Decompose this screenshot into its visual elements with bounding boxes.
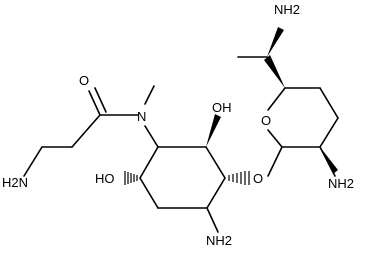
bond-oether-c1p (267, 146, 283, 177)
bond-r4-nh2 (206, 207, 219, 233)
bond-c4p-c3p (319, 87, 339, 119)
hashed-bonds (124, 171, 250, 185)
label-amine-top: NH2 (274, 2, 300, 17)
wedge-c2p-nh2 (320, 147, 338, 174)
label-amine-sugar: NH2 (328, 176, 354, 191)
bond-oring-c5p (267, 87, 286, 111)
label-ring-o: O (261, 113, 271, 128)
label-hydroxyl-top: OH (212, 100, 232, 115)
bond-r2-r3 (205, 146, 226, 179)
bond-h2n-c1 (23, 146, 43, 177)
hash-r3-oether (228, 171, 250, 185)
bond-c3p-c2p (319, 117, 339, 148)
atom-labels: NH2 O N OH O O H2N HO NH2 NH2 (2, 2, 354, 248)
bonds (23, 56, 339, 233)
bond-r6-r1 (139, 146, 159, 179)
label-ether-o: O (253, 171, 263, 186)
stereo-wedges (206, 27, 338, 174)
wedge-c5p-c6p (264, 55, 285, 88)
label-amine-left: H2N (2, 175, 28, 190)
wedge-c6p-nh2 (267, 27, 284, 57)
label-carbonyl-o: O (79, 73, 89, 88)
hash-r6-ho (124, 171, 138, 185)
bond-c2-c3 (71, 114, 101, 148)
wedge-r2-oh (206, 114, 221, 147)
label-hydroxyl-left: HO (95, 171, 115, 186)
bond-n-ring (144, 125, 159, 148)
bond-r3-r4 (206, 177, 226, 209)
label-amine-bottom: NH2 (206, 233, 232, 248)
label-amide-n: N (137, 109, 146, 124)
bond-r5-r6 (139, 177, 159, 209)
bond-c3-o-1 (88, 90, 101, 116)
bond-c3-o-2 (94, 87, 107, 113)
bond-n-methyl (144, 85, 155, 105)
bond-c1p-oring (267, 129, 283, 148)
